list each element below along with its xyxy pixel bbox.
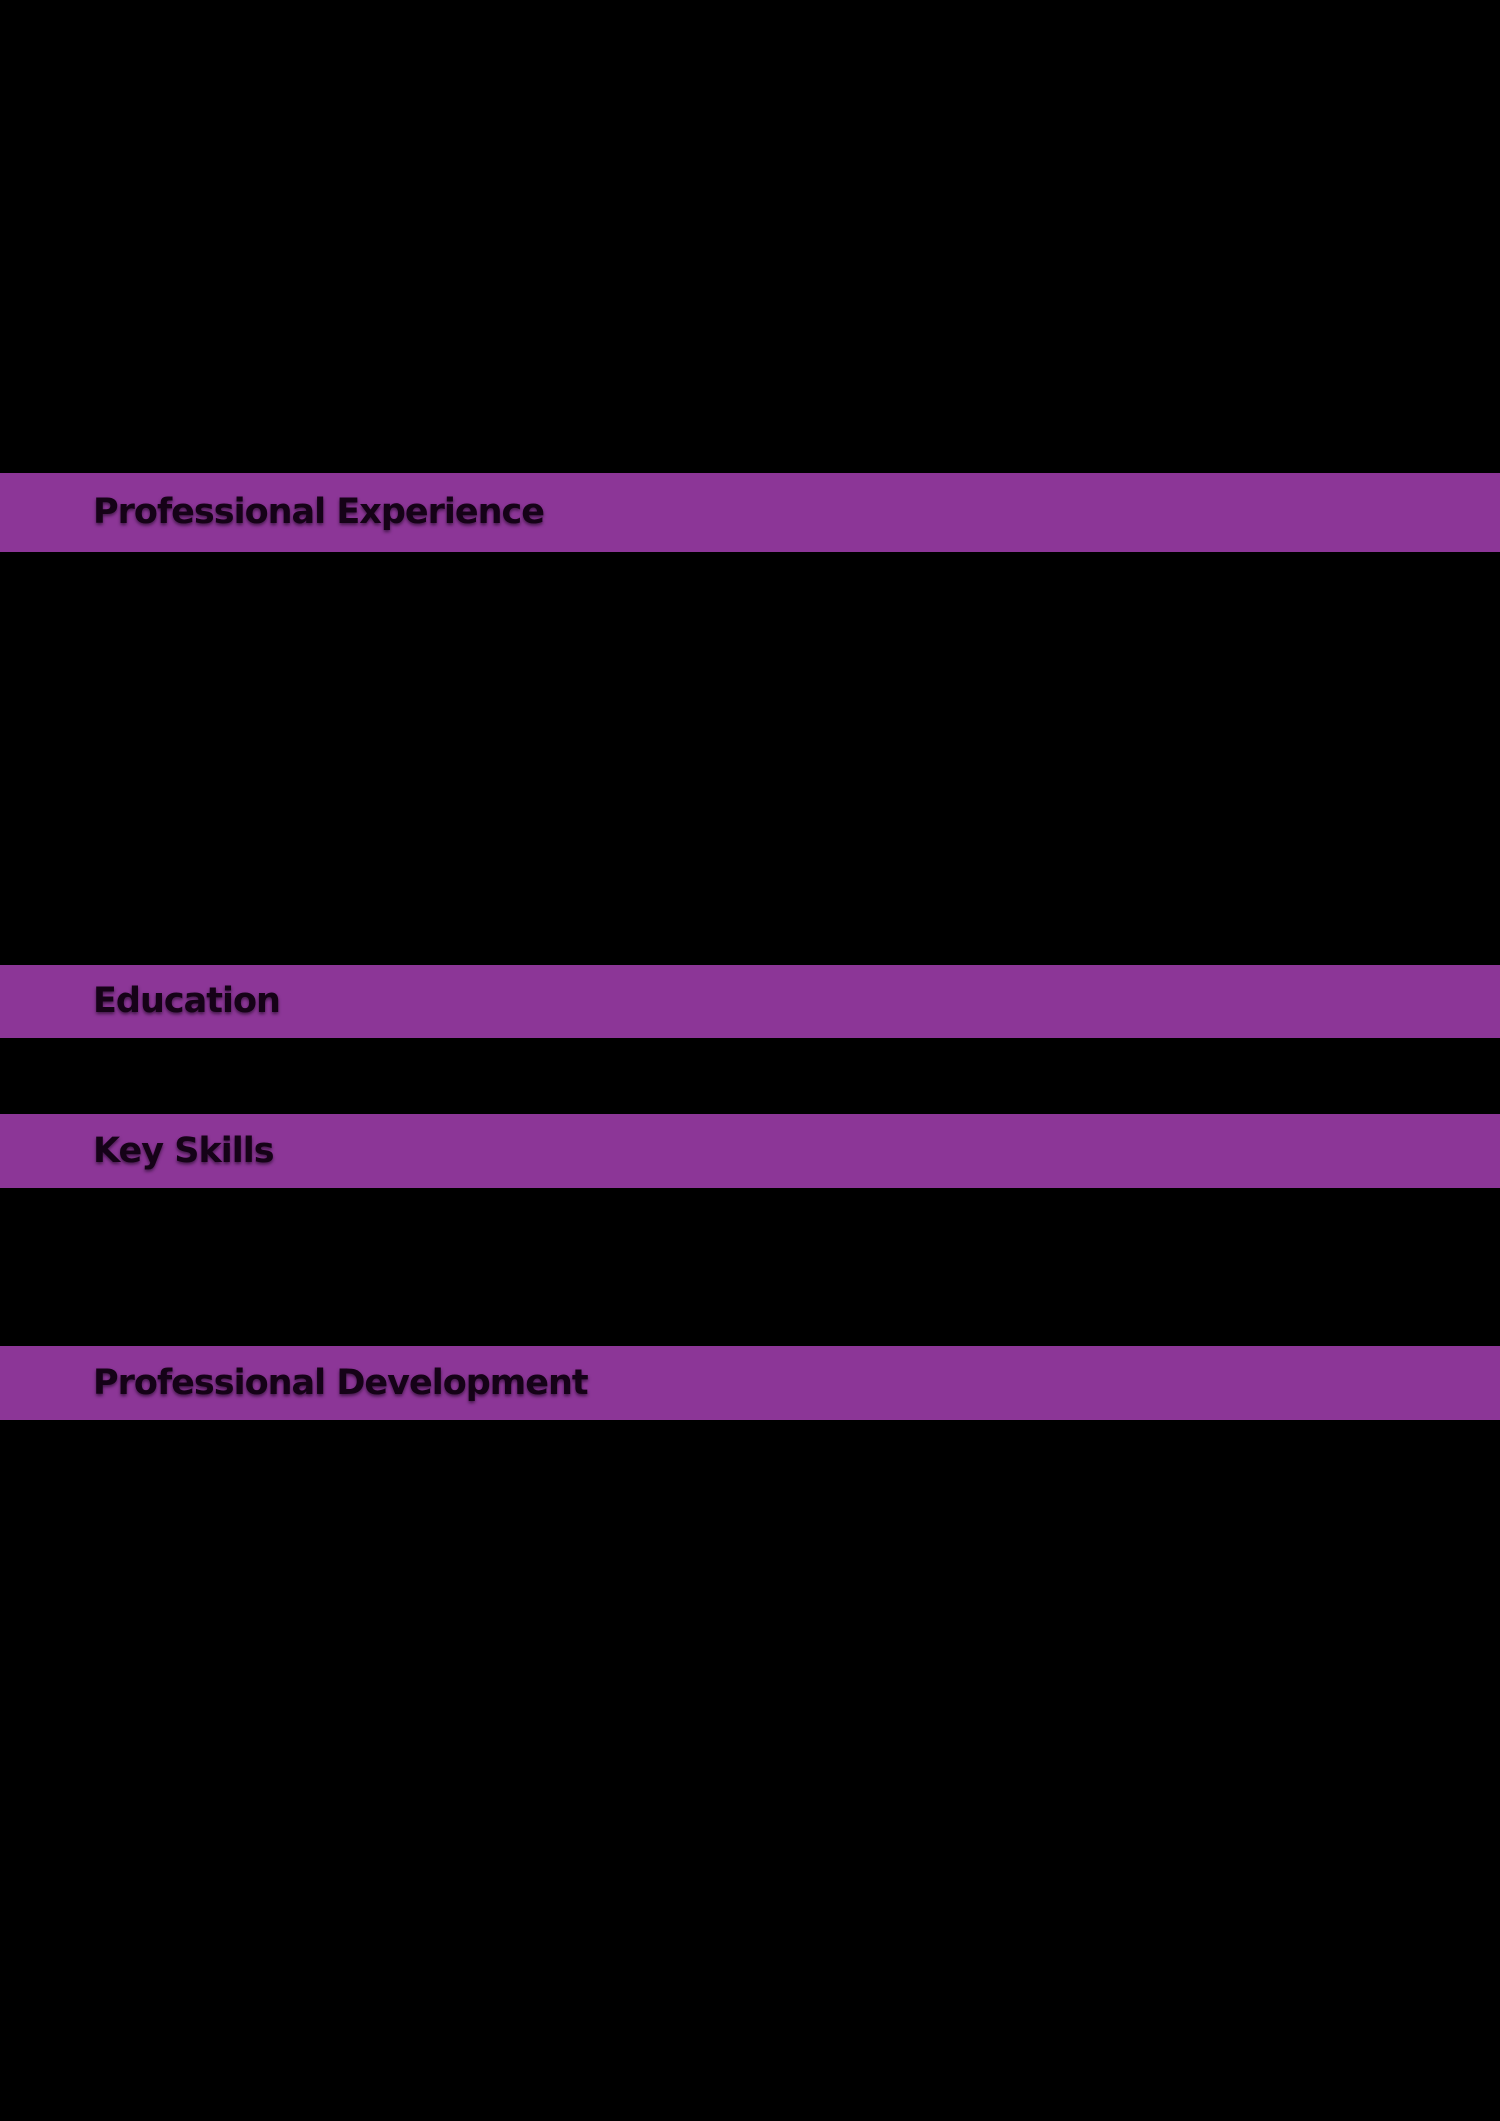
section-header-professional-development: Professional Development — [0, 1346, 1500, 1420]
section-title-education: Education — [93, 981, 281, 1021]
section-header-education: Education — [0, 965, 1500, 1038]
development-content-area — [0, 1420, 1500, 2121]
resume-header-area — [0, 0, 1500, 473]
section-header-professional-experience: Professional Experience — [0, 473, 1500, 552]
section-header-key-skills: Key Skills — [0, 1114, 1500, 1188]
section-title-key-skills: Key Skills — [93, 1130, 275, 1171]
experience-content-area — [0, 552, 1500, 965]
section-title-professional-experience: Professional Experience — [93, 492, 545, 532]
section-title-professional-development: Professional Development — [93, 1362, 589, 1403]
education-content-area — [0, 1038, 1500, 1114]
skills-content-area — [0, 1188, 1500, 1346]
